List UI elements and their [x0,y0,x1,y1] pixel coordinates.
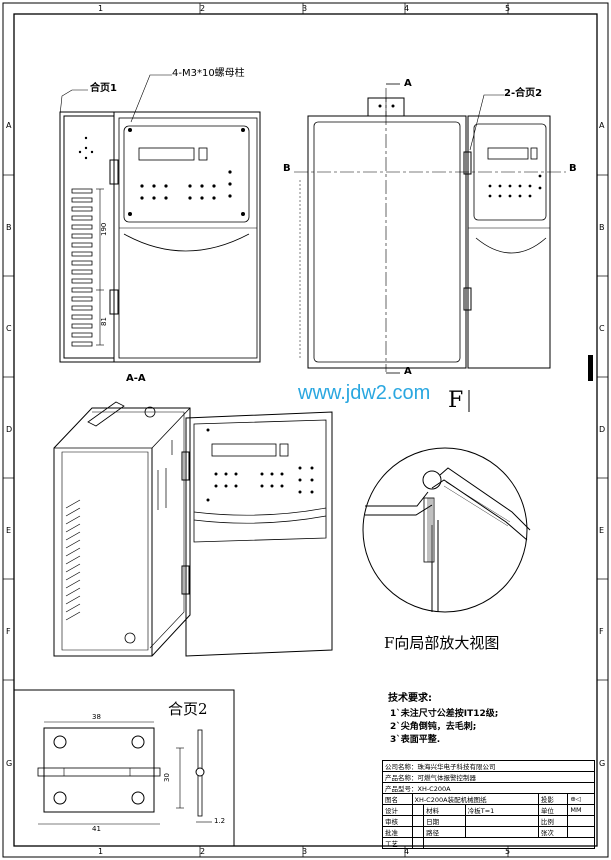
title-block-row: 批准 路径 张次 [382,826,595,838]
grid-row-b: B [6,223,12,232]
tb-value-review [411,815,425,827]
grid-col-4-bottom: 4 [404,847,410,856]
tech-req-title: 技术要求: [388,693,432,704]
tb-label-review: 审核 [382,815,413,827]
section-mark-bar [588,355,593,381]
grid-row-c-right: C [599,324,605,333]
title-block-row: 图名 XH-C200A装配机械图纸 投影 ⊕◁ [382,793,595,805]
grid-row-g: G [6,759,13,768]
grid-ticks [3,3,608,857]
tb-label-process: 工艺 [382,837,413,849]
title-block-row: 审核 日期 比例 [382,815,595,827]
f-marker: F [448,388,464,413]
section-aa-label: A-A [126,373,146,384]
grid-row-a-right: A [599,121,605,130]
callout-nut: 4-M3*10螺母柱 [172,68,245,79]
tb-label-path: 路径 [423,826,466,838]
tb-value-sheet [567,826,595,838]
vent-slots [71,188,93,347]
tb-label-unit: 单位 [537,804,569,816]
tb-value-design [411,804,425,816]
hinge2-dim-38: 38 [92,713,101,721]
grid-col-5-bottom: 5 [505,847,511,856]
tb-value-scale [567,815,595,827]
grid-row-b-right: B [599,223,605,232]
inner-border [13,13,598,847]
grid-col-1: 1 [98,4,104,13]
tb-label-sheet: 张次 [537,826,569,838]
grid-col-3: 3 [302,4,308,13]
tb-value-material: 冷板T=1 [464,804,539,816]
section-a-top: A [404,78,412,89]
tb-value-date [464,815,539,827]
hinge2-dim-41: 41 [92,825,101,833]
grid-row-g-right: G [599,759,606,768]
section-a-bottom: A [404,366,412,377]
grid-col-1-bottom: 1 [98,847,104,856]
title-block-model-row: 产品型号：XH-C200A [382,782,595,794]
tb-value-process [411,837,425,849]
callout-hinge1: 合页1 [90,83,117,94]
tech-req-item-1: 1`未注尺寸公差按IT12级; [390,709,499,719]
title-block-product-row: 产品名称：可燃气体报警控制器 [382,771,595,783]
title-block: 公司名称：珠海兴华电子科技有限公司 产品名称：可燃气体报警控制器 产品型号：XH… [382,760,595,849]
tb-value-path [464,826,539,838]
grid-row-d-right: D [599,425,606,434]
section-aa-view [59,74,261,363]
f-detail-view [362,390,531,613]
grid-row-f-right: F [599,627,604,636]
grid-col-2-bottom: 2 [200,847,206,856]
panel-buttons-aa [78,128,245,216]
grid-col-4: 4 [404,4,410,13]
tb-label-projection: 投影 [537,793,569,805]
grid-col-3-bottom: 3 [302,847,308,856]
projection-symbol-icon: ⊕◁ [567,793,595,805]
iso-panel-buttons [206,428,314,502]
section-b-left: B [283,163,291,174]
isometric-view [53,401,333,657]
watermark: www.jdw2.com [298,382,431,404]
hinge2-dim-1-2: 1.2 [214,817,226,825]
grid-row-d: D [6,425,13,434]
grid-row-e-right: E [599,526,605,535]
product-name: 产品名称：可燃气体报警控制器 [382,771,595,783]
tb-value-approve [411,826,425,838]
tech-req-item-2: 2`尖角倒钝，去毛刺; [390,722,477,732]
tb-value-unit: MM [567,804,595,816]
hinge2-title: 合页2 [168,700,208,718]
front-view [294,83,566,374]
grid-row-f: F [6,627,11,636]
section-b-right: B [569,163,577,174]
iso-vent-slots [65,440,173,621]
f-detail-caption: F向局部放大视图 [384,634,500,652]
tb-value-drawing: XH-C200A装配机械图纸 [411,793,539,805]
callout-hinge2: 2-合页2 [504,88,543,99]
grid-row-a: A [6,121,12,130]
title-block-row: 工艺 [382,837,595,849]
title-block-row: 设计 材料 冷板T=1 单位 MM [382,804,595,816]
hinge2-dim-30: 30 [163,773,171,782]
hinge2-detail [13,689,235,847]
dim-190: 190 [100,222,108,236]
grid-row-e: E [6,526,12,535]
tb-label-material: 材料 [423,804,466,816]
product-model: 产品型号：XH-C200A [382,782,595,794]
title-block-company-row: 公司名称：珠海兴华电子科技有限公司 [382,760,595,772]
grid-col-5: 5 [505,4,511,13]
tb-label-drawing: 图名 [382,793,413,805]
tb-label-approve: 批准 [382,826,413,838]
tb-label-scale: 比例 [537,815,569,827]
tb-label-design: 设计 [382,804,413,816]
tb-empty [423,837,595,849]
tech-req-item-3: 3`表面平整. [390,735,441,745]
tb-label-date: 日期 [423,815,466,827]
grid-col-2: 2 [200,4,206,13]
company-name: 公司名称：珠海兴华电子科技有限公司 [382,760,595,772]
dim-81: 81 [100,317,108,326]
panel-buttons-front [378,104,542,198]
grid-row-c: C [6,324,12,333]
